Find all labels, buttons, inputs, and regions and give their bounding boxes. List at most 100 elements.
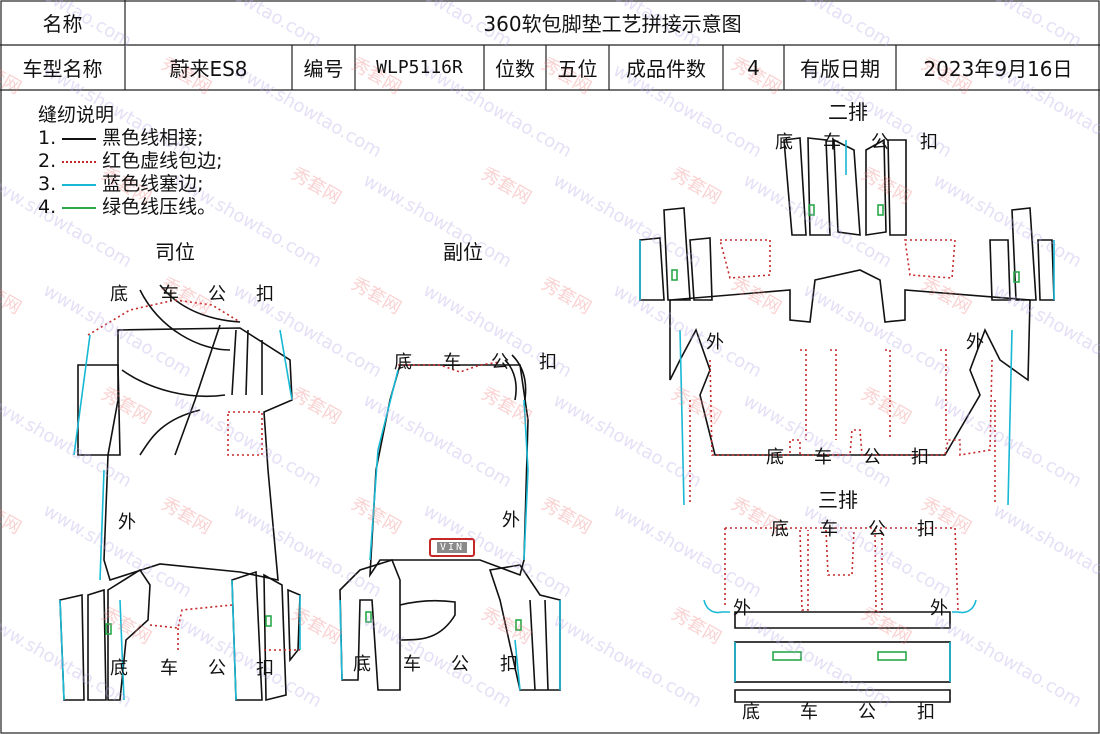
legend-item-text: 蓝色线塞边; bbox=[102, 173, 204, 195]
passenger-label-gong: 公 bbox=[491, 352, 509, 373]
model-label: 车型名称 bbox=[22, 57, 103, 81]
row2-top-label-gong: 公 bbox=[871, 132, 889, 153]
red-dotted-swatch bbox=[62, 160, 97, 163]
legend-item-number: 1. bbox=[38, 127, 57, 149]
driver-label-kou: 扣 bbox=[256, 284, 274, 305]
date-value: 2023年9月16日 bbox=[923, 57, 1073, 81]
passenger-label-di: 底 bbox=[394, 352, 412, 373]
row2-green-stitch-2 bbox=[877, 204, 884, 216]
row3-label-che: 车 bbox=[800, 702, 818, 723]
driver-mat-outline bbox=[103, 327, 293, 582]
passenger-section-title: 副位 bbox=[443, 240, 483, 264]
row2-lower-blue bbox=[679, 329, 1013, 506]
passenger-mat bbox=[339, 354, 561, 691]
driver-left-edge-blue bbox=[73, 334, 105, 581]
legend-item-number: 2. bbox=[38, 150, 57, 172]
green-line-swatch bbox=[62, 206, 97, 209]
row2-top-straps bbox=[783, 137, 907, 236]
row2-top-label-che: 车 bbox=[823, 132, 841, 153]
code-label: 编号 bbox=[303, 57, 344, 81]
black-line-swatch bbox=[62, 137, 97, 140]
driver-lower-right-pieces bbox=[231, 570, 301, 702]
legend-item: 3. 蓝色线塞边; bbox=[38, 173, 223, 196]
row2-label-gong: 公 bbox=[863, 447, 881, 468]
driver-lower-bridge-red bbox=[149, 604, 300, 651]
row2-body bbox=[669, 269, 1031, 456]
driver-green-stitch-1 bbox=[105, 623, 112, 635]
driver-diagonal-strap bbox=[174, 324, 221, 456]
passenger-left-blue bbox=[369, 369, 399, 561]
row2-label-di: 底 bbox=[766, 447, 784, 468]
code-value: WLP5116R bbox=[376, 57, 463, 78]
row2-green-stitch-4 bbox=[1013, 271, 1020, 283]
row2-top-label-kou: 扣 bbox=[920, 132, 938, 153]
row3-top-red bbox=[724, 527, 959, 613]
row2-green-stitch-3 bbox=[671, 269, 678, 281]
vin-badge: VIN bbox=[429, 538, 475, 557]
row3-label-outer-left: 外 bbox=[733, 598, 751, 619]
row3-section-title: 三排 bbox=[818, 488, 858, 512]
driver-lower-left-blue bbox=[59, 599, 125, 701]
driver-label-che: 车 bbox=[161, 284, 179, 305]
row3-top-label-kou: 扣 bbox=[917, 519, 935, 540]
row2-green-stitch-1 bbox=[808, 204, 815, 216]
row3-pad-blue bbox=[734, 642, 951, 682]
row2-side-left bbox=[639, 207, 713, 301]
row2-bottom-red bbox=[709, 359, 993, 456]
row3-top-label-gong: 公 bbox=[868, 519, 886, 540]
legend-item: 4. 绿色线压线。 bbox=[38, 196, 223, 219]
passenger-lower-left bbox=[339, 559, 401, 691]
driver-notch-red bbox=[227, 411, 263, 456]
driver-lower-label-gong: 公 bbox=[208, 658, 226, 679]
row2-center-red bbox=[718, 239, 956, 279]
passenger-lower-blue bbox=[339, 599, 561, 691]
legend-item: 1. 黑色线相接; bbox=[38, 127, 223, 150]
row2-top-label-di: 底 bbox=[775, 132, 793, 153]
row2-label-outer-right: 外 bbox=[966, 332, 984, 353]
row2-inner-slots bbox=[800, 349, 947, 440]
driver-label-gong: 公 bbox=[208, 284, 226, 305]
blue-line-swatch bbox=[62, 183, 97, 186]
driver-curve-strap-1 bbox=[139, 289, 231, 351]
driver-side-strip bbox=[231, 329, 263, 396]
row2-side-right bbox=[989, 207, 1055, 301]
driver-mat bbox=[59, 284, 301, 702]
driver-curve-strap-2 bbox=[159, 284, 241, 323]
passenger-label-che: 车 bbox=[443, 352, 461, 373]
driver-lower-left-pieces bbox=[59, 568, 151, 701]
row3-main-pad bbox=[734, 641, 951, 683]
legend-item-text: 红色虚线包边; bbox=[102, 150, 223, 172]
row2-label-che: 车 bbox=[814, 447, 832, 468]
model-value: 蔚来ES8 bbox=[169, 57, 248, 81]
pieces-value: 4 bbox=[747, 55, 760, 80]
row3-top-label-che: 车 bbox=[820, 519, 838, 540]
passenger-lower-label-di: 底 bbox=[353, 654, 371, 675]
row3-label-outer-right: 外 bbox=[930, 598, 948, 619]
row2-section-title: 二排 bbox=[828, 100, 868, 124]
passenger-lower-label-gong: 公 bbox=[451, 654, 469, 675]
driver-curve-strap-4 bbox=[139, 409, 201, 456]
legend-item-text: 绿色线压线。 bbox=[102, 196, 217, 218]
row2-side-blue bbox=[639, 240, 1055, 300]
driver-label-di: 底 bbox=[110, 284, 128, 305]
row3-label-di: 底 bbox=[742, 702, 760, 723]
driver-label-outer: 外 bbox=[118, 512, 136, 533]
driver-right-edge-blue bbox=[279, 329, 293, 401]
row2-mat bbox=[639, 137, 1055, 506]
passenger-label-kou: 扣 bbox=[539, 352, 557, 373]
passenger-green-stitch-2 bbox=[515, 619, 522, 631]
passenger-lower-label-che: 车 bbox=[403, 654, 421, 675]
date-label: 有版日期 bbox=[800, 57, 880, 81]
driver-lower-right-blue bbox=[231, 579, 301, 701]
name-label: 名称 bbox=[42, 12, 83, 36]
row3-bottom-strip bbox=[734, 689, 951, 703]
legend-item-text: 黑色线相接; bbox=[102, 127, 204, 149]
passenger-lower-middle bbox=[399, 599, 456, 641]
driver-section-title: 司位 bbox=[155, 240, 195, 264]
legend-item: 2. 红色虚线包边; bbox=[38, 150, 223, 173]
legend-item-number: 3. bbox=[38, 173, 57, 195]
row3-top-label-di: 底 bbox=[771, 519, 789, 540]
stitch-legend: 缝纫说明 1. 黑色线相接; 2. 红色虚线包边; 3. 蓝色线塞边; 4. 绿… bbox=[38, 104, 223, 219]
